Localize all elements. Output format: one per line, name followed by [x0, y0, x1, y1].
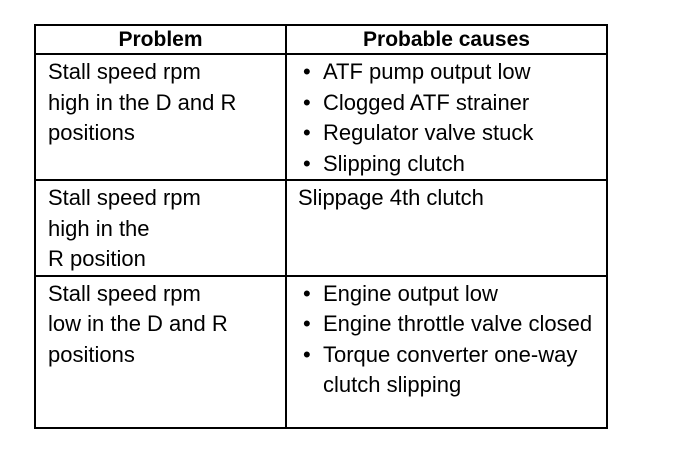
problem-line: Stall speed rpm [48, 59, 201, 84]
causes-cell: • Engine output low • Engine throttle valv… [285, 274, 608, 429]
problem-cell: Stall speed rpm high in the D and R posi… [34, 53, 287, 181]
problem-cell: Stall speed rpm high in the R position [34, 179, 287, 277]
list-item: • ATF pump output low [287, 57, 606, 88]
bullet-icon: • [303, 59, 311, 84]
problem-column-header: Problem [34, 24, 287, 55]
list-item: • Regulator valve stuck [287, 118, 606, 149]
causes-list: • ATF pump output low • Clogged ATF strain… [287, 55, 606, 179]
causes-cell: • ATF pump output low • Clogged ATF strain… [285, 53, 608, 181]
cause-text: Regulator valve stuck [323, 120, 534, 145]
cause-text: ATF pump output low [323, 59, 531, 84]
problem-cell: Stall speed rpm low in the D and R posit… [34, 274, 287, 429]
list-item: • Engine output low [287, 279, 606, 310]
list-item: • Clogged ATF strainer [287, 88, 606, 119]
table-row: Stall speed rpm high in the R position S… [34, 179, 608, 277]
cause-text: Slippage 4th clutch [298, 185, 484, 210]
problem-line: high in the D and R [48, 89, 237, 115]
bullet-icon: • [303, 311, 311, 336]
bullet-icon: • [303, 341, 311, 367]
diagnosis-table: Problem Probable causes Stall speed rpm … [34, 24, 608, 429]
causes-cell: Slippage 4th clutch [285, 179, 608, 277]
table-row: Stall speed rpm high in the D and R posi… [34, 53, 608, 181]
problem-line: low in the D and R [48, 311, 228, 336]
list-item: • Engine throttle valve closed [287, 309, 606, 340]
problem-line: high in the [48, 215, 150, 241]
header-row: Problem Probable causes [34, 24, 608, 55]
cause-text: Engine output low [323, 280, 498, 306]
cause-text: Engine throttle valve closed [323, 311, 593, 336]
problem-line: Stall speed rpm [48, 185, 201, 210]
bullet-icon: • [303, 89, 311, 115]
bullet-icon: • [303, 120, 311, 145]
bullet-icon: • [303, 150, 311, 176]
cause-text: Torque converter one-way clutch slipping [323, 341, 578, 398]
table-row: Stall speed rpm low in the D and R posit… [34, 274, 608, 429]
problem-line: positions [48, 120, 135, 145]
bullet-icon: • [303, 280, 311, 306]
cause-text: Clogged ATF strainer [323, 89, 530, 115]
list-item: • Slipping clutch [287, 149, 606, 180]
causes-list: • Engine output low • Engine throttle valv… [287, 277, 606, 401]
cause-text: Slipping clutch [323, 150, 465, 176]
problem-line: R position [48, 246, 146, 271]
problem-line: Stall speed rpm [48, 280, 201, 306]
problem-line: positions [48, 341, 135, 367]
causes-column-header: Probable causes [285, 24, 608, 55]
list-item: • Torque converter one-way clutch slippin… [287, 340, 606, 401]
